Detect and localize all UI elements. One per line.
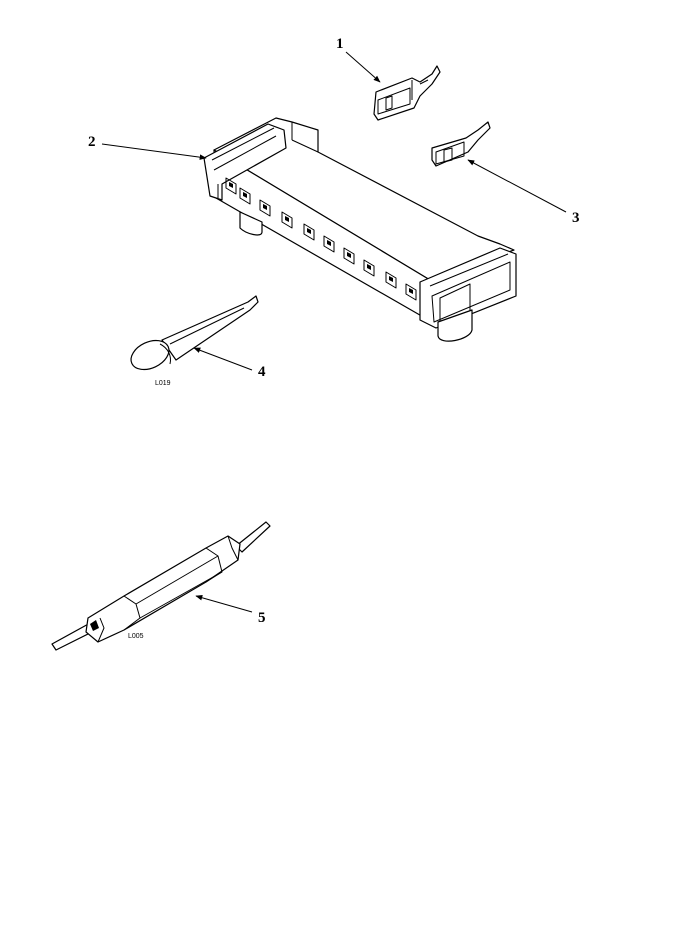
part-code-5: L005 [128, 633, 144, 640]
part-3-terminal-clip [431, 121, 491, 167]
callout-4: 4 [258, 364, 266, 380]
leader-lines [101, 51, 567, 613]
leader-1 [345, 51, 381, 83]
part-5-extraction-tool [51, 521, 271, 651]
leader-2 [101, 143, 207, 160]
leader-5 [195, 595, 253, 613]
part-1-terminal-clip [373, 65, 441, 121]
callout-3: 3 [572, 210, 580, 226]
callout-2: 2 [88, 134, 96, 150]
callout-1: 1 [336, 36, 344, 52]
part-2-terminal-block [203, 117, 517, 342]
terminal-slots [225, 177, 417, 301]
leader-3 [467, 159, 567, 213]
part-4-insertion-tool [130, 295, 259, 371]
leader-4 [193, 347, 253, 371]
callout-5: 5 [258, 610, 266, 626]
part-code-4: L019 [155, 380, 171, 387]
